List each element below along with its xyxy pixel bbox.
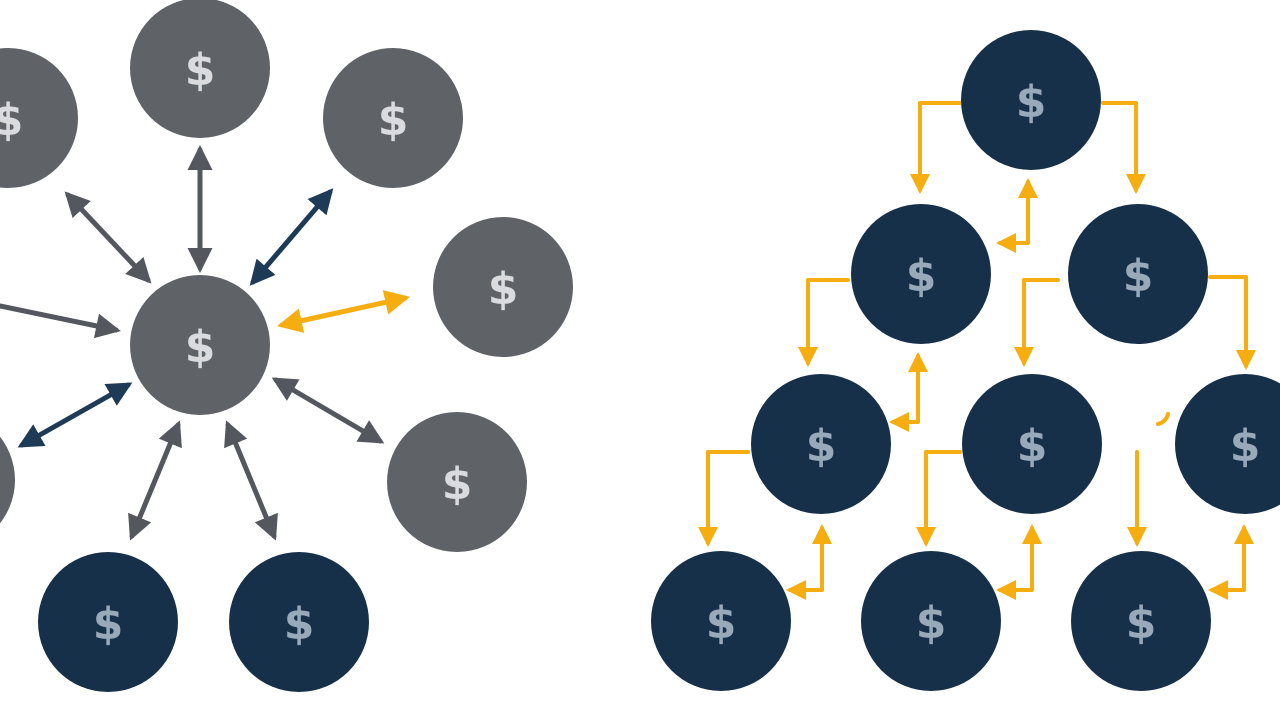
tree-node-r2-right: $ <box>1068 204 1208 344</box>
dollar-sign: $ <box>378 95 409 146</box>
tree-links <box>698 101 1256 600</box>
star-network: $ $ $ $ $ $ $ $ <box>0 0 573 692</box>
tree-node-r2-left: $ <box>851 204 991 344</box>
tree-node-r4-left: $ <box>651 551 791 691</box>
link-center-right <box>277 290 410 333</box>
link-center-bottom-left <box>128 420 182 541</box>
link-root-to-r2-right <box>1101 101 1146 194</box>
star-node-lower-right: $ <box>387 412 527 552</box>
star-links <box>0 145 410 541</box>
dollar-sign: $ <box>442 459 473 510</box>
link-r2-left-to-root <box>996 178 1038 253</box>
tree-node-r3-left: $ <box>751 374 891 514</box>
star-node-right: $ <box>433 217 573 357</box>
tree-node-root: $ <box>961 30 1101 170</box>
dollar-sign: $ <box>916 598 947 649</box>
dollar-sign: $ <box>1123 251 1154 302</box>
link-center-left <box>17 382 133 448</box>
star-node-center: $ <box>130 275 270 415</box>
dollar-sign: $ <box>1230 421 1261 472</box>
star-node-top-left: $ <box>0 48 78 188</box>
tree-network: $ $ $ $ $ $ $ $ <box>651 30 1280 691</box>
link-r3-middle-to-r4-middle <box>916 450 962 547</box>
dollar-sign: $ <box>0 95 23 146</box>
dollar-sign: $ <box>906 251 937 302</box>
dollar-sign: $ <box>185 45 216 96</box>
dollar-sign: $ <box>806 421 837 472</box>
link-center-bottom-right <box>224 420 278 541</box>
dollar-sign: $ <box>93 599 124 650</box>
link-r2-right-to-r3-middle <box>1014 278 1060 367</box>
star-node-top: $ <box>130 0 270 138</box>
dollar-sign: $ <box>488 264 519 315</box>
link-r4-right-to-r3-right <box>1208 524 1254 600</box>
dollar-sign: $ <box>1126 598 1157 649</box>
tree-node-r3-right: $ <box>1175 374 1280 514</box>
link-center-top-left <box>64 191 152 284</box>
link-r4-middle-to-r3-middle <box>996 524 1042 600</box>
dollar-sign: $ <box>185 322 216 373</box>
dollar-sign: $ <box>1016 77 1047 128</box>
link-root-to-r2-left <box>910 101 962 194</box>
link-r4-left-to-r3-left <box>786 524 832 600</box>
tree-node-r4-right: $ <box>1071 551 1211 691</box>
dollar-sign: $ <box>284 599 315 650</box>
dollar-sign: $ <box>1017 421 1048 472</box>
link-r2-left-to-r3-left <box>798 278 850 367</box>
dollar-sign: $ <box>706 598 737 649</box>
link-r3-left-to-r4-left <box>698 450 750 547</box>
link-center-lower-right <box>271 377 385 444</box>
link-r2-right-to-r3-right <box>1208 275 1256 370</box>
star-node-bottom-left: $ <box>38 552 178 692</box>
star-node-top-right: $ <box>323 48 463 188</box>
star-node-bottom-right: $ <box>229 552 369 692</box>
link-r3-left-to-r2-left <box>889 352 928 432</box>
tree-node-r3-middle: $ <box>962 374 1102 514</box>
link-center-far-left <box>0 303 121 339</box>
star-node-left <box>0 436 15 524</box>
tree-node-r4-middle: $ <box>861 551 1001 691</box>
link-center-top-right <box>249 188 334 286</box>
link-r3-right-stub <box>1156 412 1170 426</box>
